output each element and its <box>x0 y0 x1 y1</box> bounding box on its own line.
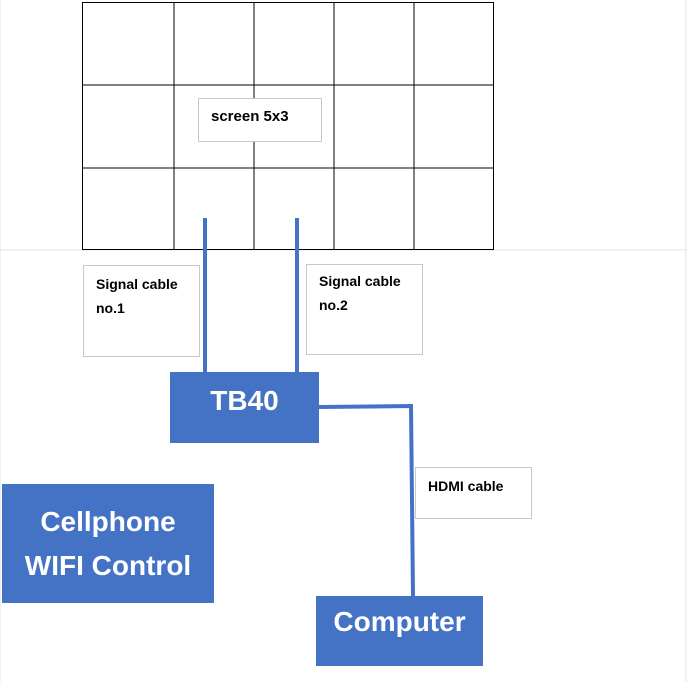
screen-label: screen 5x3 <box>198 98 322 142</box>
signal-cable-2-label: Signal cable no.2 <box>306 264 423 355</box>
hdmi-cable-label: HDMI cable <box>415 467 532 519</box>
tb40-controller: TB40 <box>170 372 319 443</box>
cellphone-wifi-control: Cellphone WIFI Control <box>2 484 214 603</box>
signal-cable-1-label: Signal cable no.1 <box>83 265 200 357</box>
computer: Computer <box>316 596 483 666</box>
